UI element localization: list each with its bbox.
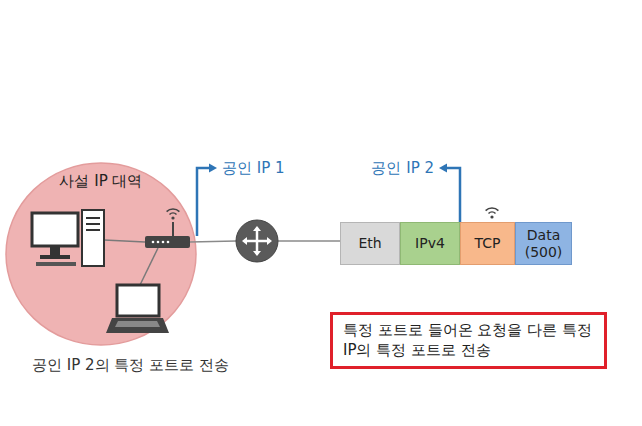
ip-label: 공인 IP 2	[371, 159, 434, 177]
field-label: Data (500)	[520, 227, 567, 261]
router-icon	[236, 220, 278, 262]
ip-arrow	[446, 168, 460, 222]
monitor-stand	[50, 247, 60, 255]
monitor-base	[40, 255, 70, 259]
tower-slot	[86, 217, 100, 219]
router-arrowhead	[267, 237, 272, 245]
laptop-screen	[117, 285, 159, 316]
field-label: TCP	[475, 235, 501, 252]
network-region: 사설 IP 대역	[5, 162, 197, 346]
tower-slot	[86, 229, 100, 231]
keyboard-icon	[36, 262, 76, 266]
lan-wire	[104, 240, 145, 242]
wifi-dot	[490, 215, 493, 218]
laptop-base	[106, 318, 169, 333]
wifi-waves	[486, 208, 499, 214]
field-label: IPv4	[415, 235, 445, 252]
packet-field: Eth	[340, 222, 400, 265]
monitor-icon	[32, 213, 78, 246]
wifi-waves	[167, 209, 180, 215]
wifi-dot	[171, 216, 174, 219]
router-arrowhead	[242, 237, 247, 245]
field-label: Eth	[358, 235, 381, 252]
ap-light	[152, 241, 155, 244]
ap-light	[167, 241, 170, 244]
caption-text: 공인 IP 2의 특정 포트로 전송	[32, 356, 229, 374]
region-ellipse	[6, 163, 196, 345]
tower-icon	[82, 210, 104, 266]
antenna	[172, 222, 174, 236]
arrowhead	[209, 164, 217, 173]
laptop-keyboard	[115, 321, 160, 327]
note-text: 특정 포트로 들어온 요청을 다른 특정 IP의 특정 포트로 전송	[343, 320, 594, 361]
region-title: 사설 IP 대역	[5, 162, 197, 191]
ip-arrow	[197, 168, 210, 236]
packet-field: TCP	[460, 222, 515, 265]
packet-field: Data (500)	[515, 222, 572, 265]
note-box: 특정 포트로 들어온 요청을 다른 특정 IP의 특정 포트로 전송	[330, 312, 607, 369]
ip-label: 공인 IP 1	[222, 159, 285, 177]
lan-wire	[140, 248, 158, 285]
router-arrowhead	[253, 251, 261, 256]
ap-light	[162, 241, 165, 244]
arrowhead	[439, 164, 447, 173]
tower-slot	[86, 223, 100, 225]
ap-light	[157, 241, 160, 244]
router-arrows	[246, 230, 268, 252]
router-arrowhead	[253, 226, 261, 231]
ap-icon	[145, 236, 190, 248]
packet-field: IPv4	[400, 222, 460, 265]
wan-wire	[278, 240, 340, 242]
wan-wire	[190, 241, 236, 242]
